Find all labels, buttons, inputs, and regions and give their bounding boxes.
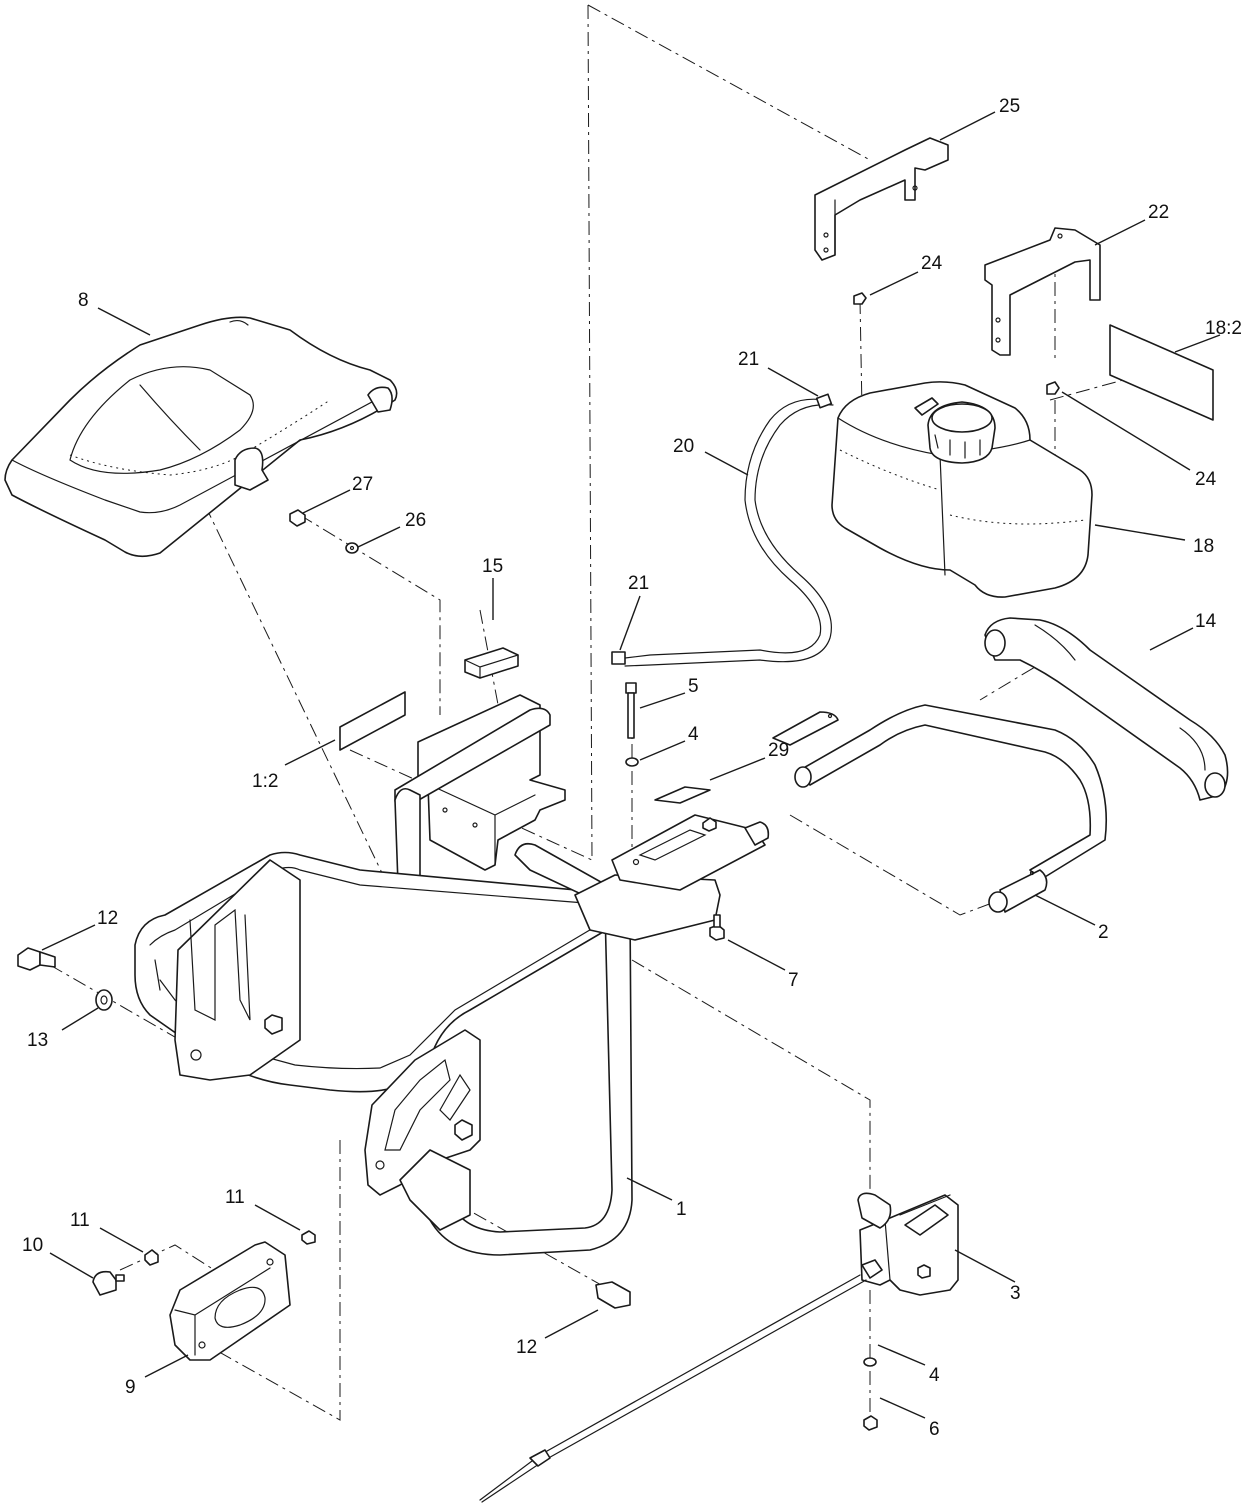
callout-6: 6 bbox=[929, 1419, 940, 1440]
bolt-5 bbox=[625, 682, 637, 739]
clamp-21-upper bbox=[815, 393, 833, 409]
callout-26: 26 bbox=[405, 510, 426, 531]
mount-plate bbox=[611, 814, 770, 891]
callout-11-left: 11 bbox=[70, 1210, 90, 1231]
callout-24-upper: 24 bbox=[921, 253, 943, 274]
washer-26 bbox=[345, 542, 359, 554]
callout-20: 20 bbox=[673, 436, 694, 457]
plate-9 bbox=[169, 1241, 291, 1361]
control-3 bbox=[857, 1192, 959, 1296]
callout-3: 3 bbox=[1010, 1283, 1021, 1304]
nut-11-left bbox=[144, 1249, 159, 1266]
seat-8 bbox=[4, 316, 398, 558]
callout-12-lower: 12 bbox=[516, 1337, 537, 1358]
callout-29: 29 bbox=[768, 740, 789, 761]
callout-4-lower: 4 bbox=[929, 1365, 940, 1386]
callout-25: 25 bbox=[999, 96, 1020, 117]
callout-11-right: 11 bbox=[225, 1187, 245, 1208]
callout-5: 5 bbox=[688, 676, 699, 697]
washer-4-upper bbox=[625, 757, 639, 767]
callout-14: 14 bbox=[1195, 611, 1217, 632]
callout-21-lower: 21 bbox=[628, 573, 649, 594]
callout-9: 9 bbox=[125, 1377, 136, 1398]
callout-18: 18 bbox=[1193, 536, 1214, 557]
nut-11-right bbox=[301, 1230, 316, 1245]
callout-labels: 25 22 24 18:2 21 24 8 20 18 27 26 15 21 … bbox=[22, 96, 1242, 1440]
washer-4-lower bbox=[863, 1357, 877, 1367]
frame-1 bbox=[134, 694, 721, 1256]
fuel-hose-20 bbox=[624, 398, 834, 667]
knob-10 bbox=[92, 1270, 125, 1296]
callout-24-lower: 24 bbox=[1195, 469, 1217, 490]
decal-29 bbox=[654, 786, 711, 804]
nut-6 bbox=[863, 1415, 878, 1431]
callout-22: 22 bbox=[1148, 202, 1169, 223]
bolt-12-left bbox=[17, 947, 56, 971]
callout-7: 7 bbox=[788, 970, 799, 991]
nut-24-upper bbox=[853, 292, 867, 305]
bracket-22 bbox=[984, 227, 1101, 356]
leader-lines bbox=[41, 111, 1221, 1419]
callout-10: 10 bbox=[22, 1235, 43, 1256]
grip-14 bbox=[984, 617, 1229, 801]
cable-3 bbox=[479, 1274, 867, 1503]
fuel-tank-18 bbox=[831, 381, 1093, 598]
callout-13: 13 bbox=[27, 1030, 48, 1051]
callout-8: 8 bbox=[78, 290, 89, 311]
handle-2 bbox=[772, 704, 1108, 913]
callout-18-2: 18:2 bbox=[1205, 318, 1242, 339]
callout-4-upper: 4 bbox=[688, 724, 699, 745]
nut-24-lower bbox=[1046, 381, 1060, 395]
callout-1-2: 1:2 bbox=[252, 771, 278, 792]
bracket-25 bbox=[814, 137, 949, 261]
decal-18-2 bbox=[1109, 324, 1214, 421]
callout-27: 27 bbox=[352, 474, 373, 495]
washer-13 bbox=[95, 989, 113, 1011]
clamp-21-lower bbox=[611, 651, 626, 665]
callout-2: 2 bbox=[1098, 922, 1109, 943]
bolt-27 bbox=[289, 509, 306, 527]
callout-21-upper: 21 bbox=[738, 349, 759, 370]
decal-1-2 bbox=[339, 691, 406, 751]
callout-15: 15 bbox=[482, 556, 503, 577]
pad-15 bbox=[464, 647, 519, 679]
bolt-7 bbox=[709, 914, 725, 941]
callout-1: 1 bbox=[676, 1199, 687, 1220]
bolt-12-lower bbox=[595, 1281, 631, 1309]
callout-12-upper: 12 bbox=[97, 908, 118, 929]
